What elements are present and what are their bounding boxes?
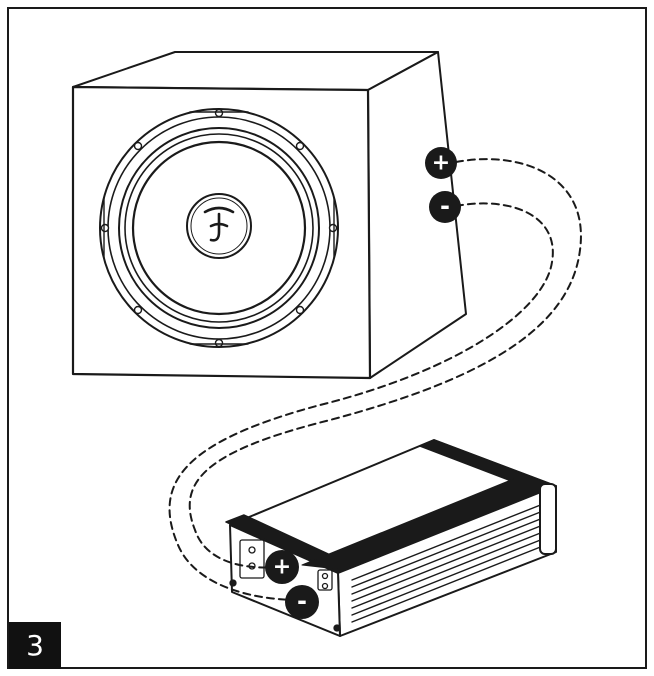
amp-negative-terminal: - — [285, 585, 319, 619]
woofer-dust-cap-inner — [190, 197, 248, 255]
woofer-frame-tabs — [103, 111, 335, 345]
woofer-cone — [131, 140, 307, 316]
step-number-badge: 3 — [9, 622, 61, 669]
box-negative-label: - — [440, 192, 450, 220]
amplifier-front-controls — [229, 539, 341, 632]
box-positive-label: + — [432, 151, 450, 176]
woofer-surround-outer — [118, 127, 320, 329]
box-negative-terminal: - — [429, 191, 461, 223]
amp-positive-label: + — [273, 555, 291, 580]
amplifier-foot — [539, 483, 557, 555]
woofer-speaker — [99, 108, 339, 348]
amplifier — [225, 439, 557, 637]
negative-cable — [168, 202, 554, 601]
woofer-mounting-screws — [100, 108, 338, 348]
focal-logo-icon — [203, 206, 235, 242]
enclosure-front-face — [71, 85, 372, 380]
woofer-dust-cap — [186, 193, 252, 259]
amplifier-heatsink-fins — [351, 501, 549, 623]
positive-cable — [188, 158, 582, 569]
box-positive-terminal: + — [425, 147, 457, 179]
amp-positive-terminal: + — [265, 550, 299, 584]
amp-negative-label: - — [297, 587, 307, 615]
woofer-surround-inner — [124, 133, 314, 323]
subwoofer-enclosure — [71, 51, 467, 380]
